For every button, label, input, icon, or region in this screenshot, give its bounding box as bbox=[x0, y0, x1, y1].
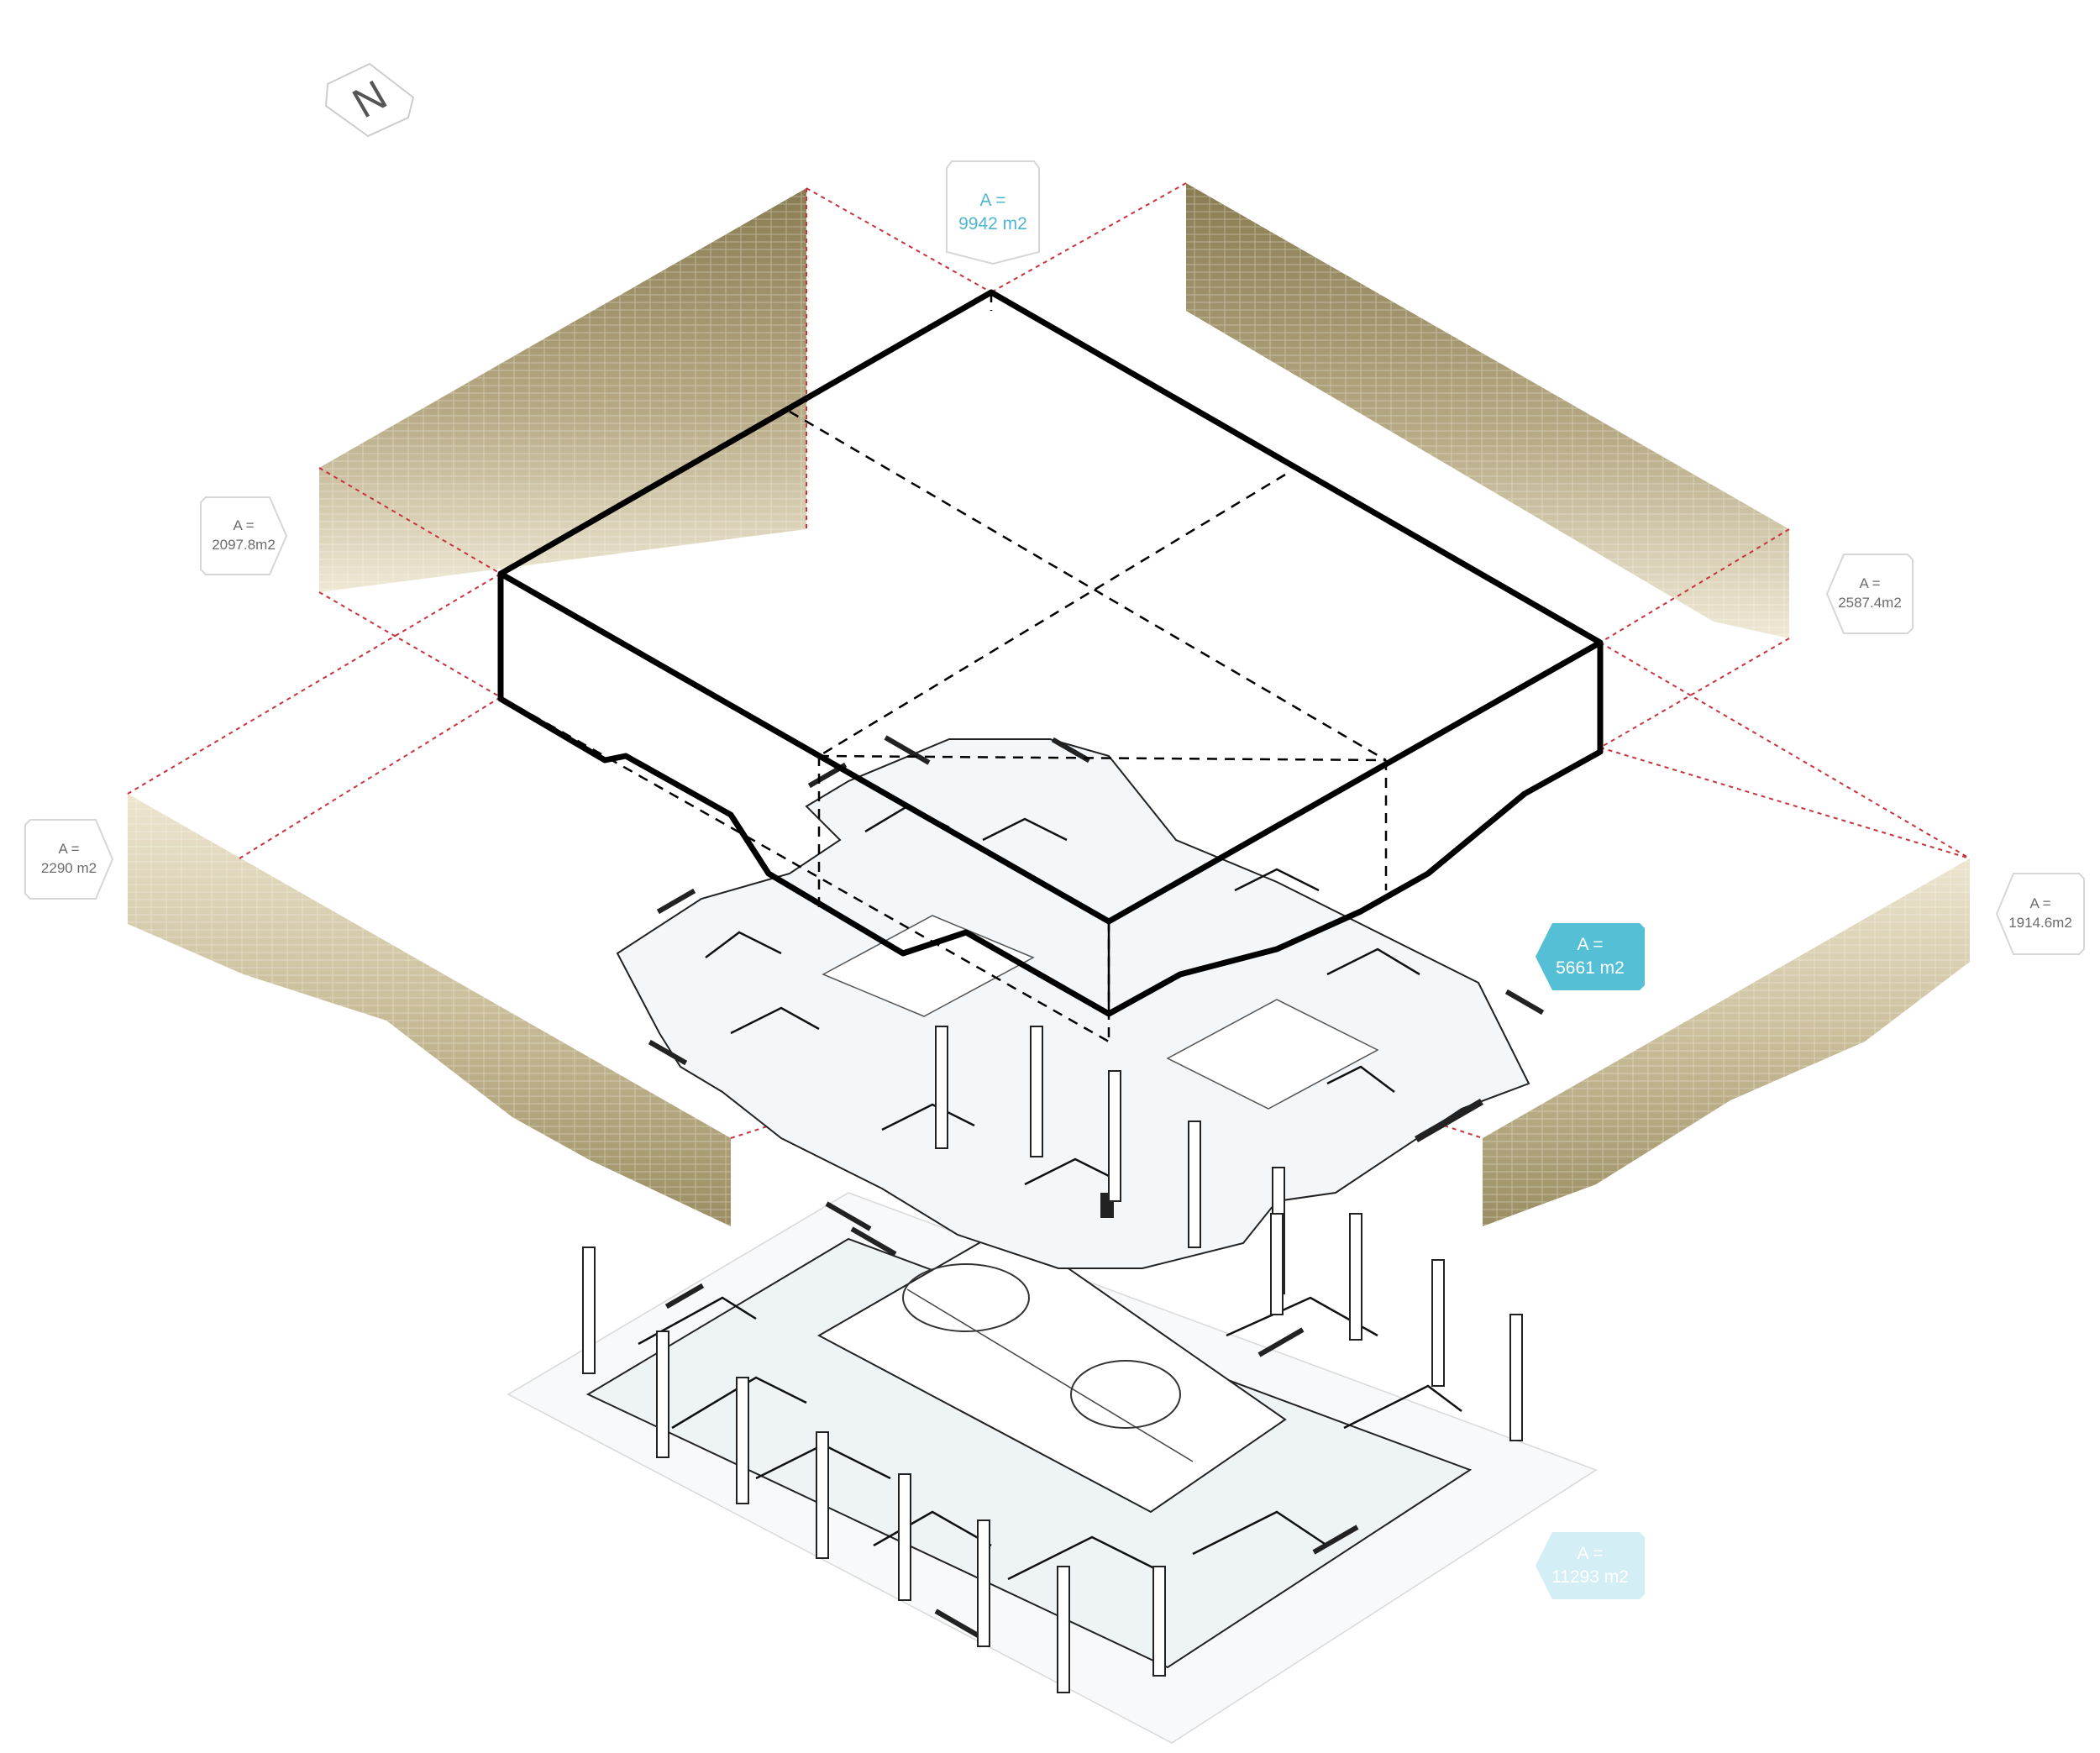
facade-panel-w bbox=[128, 794, 731, 1226]
area-label-upper-floor: A = 5661 m2 bbox=[1534, 921, 1646, 992]
area-label-roof-prefix: A = bbox=[979, 190, 1006, 210]
area-label-ground-prefix: A = bbox=[1577, 1543, 1604, 1563]
label-shape-highlight-faded bbox=[1536, 1532, 1645, 1599]
area-label-ne-prefix: A = bbox=[1859, 575, 1881, 592]
area-label-ground-floor: A = 11293 m2 bbox=[1534, 1530, 1646, 1601]
area-label-nw-value: 2097.8m2 bbox=[212, 537, 276, 553]
north-arrow: N bbox=[321, 59, 418, 139]
area-label-upper-value: 5661 m2 bbox=[1556, 958, 1625, 978]
ground-floor-plan bbox=[507, 1192, 1598, 1744]
area-label-ne-value: 2587.4m2 bbox=[1838, 595, 1902, 611]
area-label-w-prefix: A = bbox=[58, 841, 80, 858]
area-label-upper-prefix: A = bbox=[1577, 934, 1604, 954]
upper-floor-plan bbox=[616, 735, 1545, 1269]
area-label-roof-value: 9942 m2 bbox=[958, 214, 1027, 234]
area-label-ne: A = 2587.4m2 bbox=[1825, 553, 1914, 635]
area-label-w: A = 2290 m2 bbox=[24, 818, 114, 900]
facade-panel-ne bbox=[1186, 183, 1789, 638]
area-label-nw-prefix: A = bbox=[233, 517, 255, 534]
area-label-nw: A = 2097.8m2 bbox=[199, 496, 288, 576]
facade-panel-e bbox=[1483, 858, 1970, 1226]
structural-columns bbox=[582, 1026, 1523, 1693]
area-label-e-prefix: A = bbox=[2029, 895, 2051, 912]
label-shape bbox=[1825, 554, 1914, 634]
label-shape bbox=[200, 496, 288, 575]
area-label-w-value: 2290 m2 bbox=[40, 860, 97, 876]
area-label-ground-value: 11293 m2 bbox=[1551, 1567, 1629, 1587]
area-label-e-value: 1914.6m2 bbox=[2008, 915, 2072, 931]
area-label-roof: A = 9942 m2 bbox=[945, 160, 1041, 265]
label-shape bbox=[946, 160, 1040, 265]
facade-panel-nw bbox=[319, 188, 806, 592]
label-shape bbox=[1995, 873, 2085, 955]
label-shape-highlight bbox=[1536, 923, 1645, 990]
area-label-e: A = 1914.6m2 bbox=[1995, 872, 2086, 956]
massing-volume bbox=[497, 289, 1604, 1043]
label-shape bbox=[24, 819, 114, 900]
north-arrow-badge-icon bbox=[324, 62, 415, 138]
